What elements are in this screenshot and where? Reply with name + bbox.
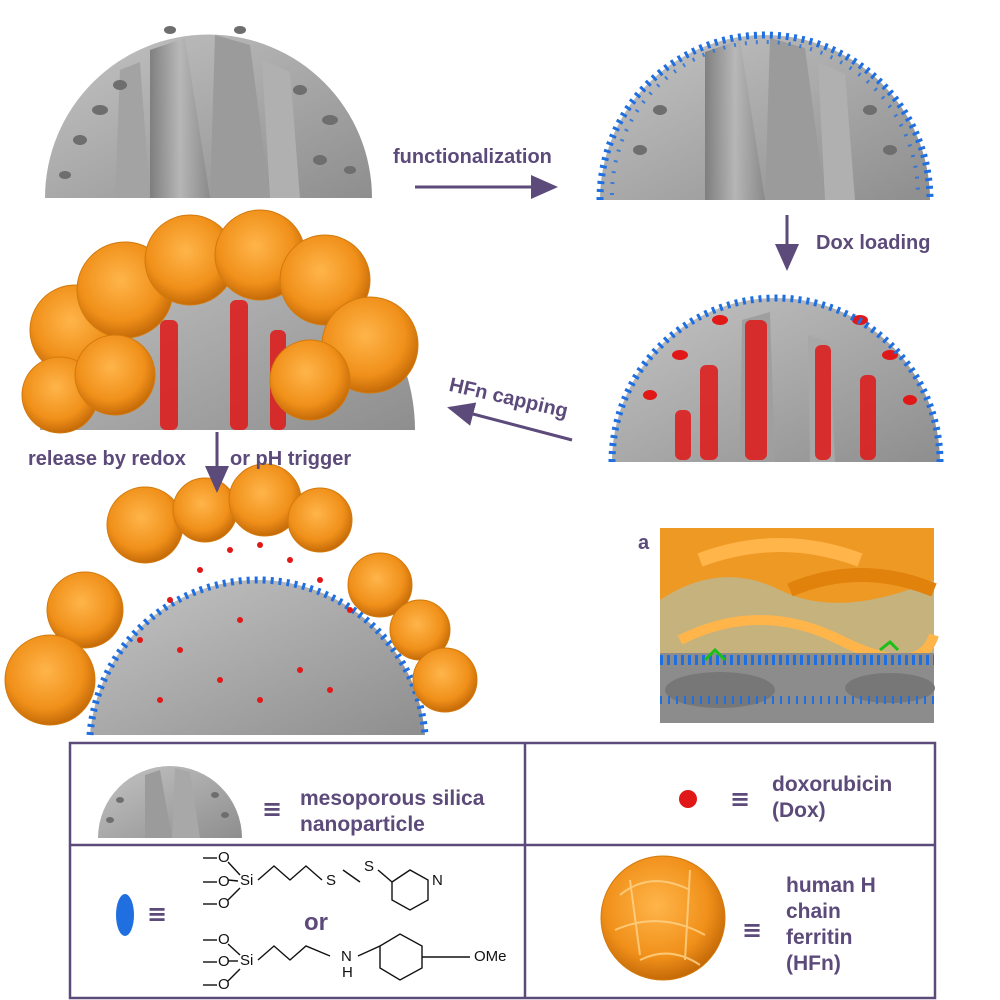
dox-loaded-msn-particle bbox=[608, 294, 944, 463]
chem-o-1: O bbox=[218, 849, 230, 866]
arrow-hfn-capping bbox=[447, 402, 573, 442]
legend-hfn-line1: human H bbox=[786, 874, 876, 897]
chem-nh-h: H bbox=[342, 964, 353, 981]
legend-linker-icon bbox=[116, 894, 134, 936]
legend-ferritin-icon bbox=[600, 855, 726, 981]
chem-ome: OMe bbox=[474, 948, 507, 965]
legend-dox-line1: doxorubicin bbox=[772, 773, 893, 796]
chem-n-pyridine: N bbox=[432, 872, 443, 889]
inset-panel bbox=[660, 528, 939, 723]
legend-dox-line2: (Dox) bbox=[772, 799, 826, 822]
chem-structure-anisidine bbox=[203, 933, 470, 986]
legend-msn-icon bbox=[98, 766, 242, 838]
legend-hfn-line3: ferritin bbox=[786, 926, 853, 949]
label-release-ph: or pH trigger bbox=[230, 448, 352, 470]
label-functionalization: functionalization bbox=[393, 146, 552, 168]
chem-s-2: S bbox=[364, 858, 375, 875]
functionalized-msn-particle bbox=[596, 31, 934, 201]
chem-si-1: Si bbox=[240, 872, 254, 889]
hfn-capped-msn-particle bbox=[21, 209, 419, 434]
legend-hfn-line2: chain bbox=[786, 900, 841, 923]
released-msn-particle bbox=[4, 463, 478, 736]
equiv-symbol-msn: ≡ bbox=[262, 795, 283, 823]
legend-msn-label: mesoporous silica nanoparticle bbox=[300, 786, 484, 838]
chem-s-1: S bbox=[326, 872, 337, 889]
equiv-symbol-linker: ≡ bbox=[147, 900, 168, 928]
label-release-redox: release by redox bbox=[28, 448, 186, 470]
chem-structure-disulfide-pyridine bbox=[203, 857, 429, 911]
legend-linker-or: or bbox=[304, 909, 328, 936]
label-dox-loading: Dox loading bbox=[816, 232, 931, 254]
chem-o-2: O bbox=[218, 873, 230, 890]
chem-o-5: O bbox=[218, 953, 230, 970]
chem-nh-n: N bbox=[341, 948, 352, 965]
legend-msn-line2: nanoparticle bbox=[300, 813, 425, 836]
chem-o-3: O bbox=[218, 895, 230, 912]
bare-msn-particle bbox=[45, 26, 372, 198]
legend-frame bbox=[68, 741, 937, 1000]
chem-o-6: O bbox=[218, 976, 230, 993]
legend-hfn-label: human H chain ferritin (HFn) bbox=[786, 873, 876, 977]
legend-dox-dot bbox=[679, 790, 697, 808]
legend-hfn-line4: (HFn) bbox=[786, 952, 841, 975]
equiv-symbol-hfn: ≡ bbox=[742, 916, 763, 944]
chem-o-4: O bbox=[218, 931, 230, 948]
equiv-symbol-dox: ≡ bbox=[730, 785, 751, 813]
legend-msn-line1: mesoporous silica bbox=[300, 787, 485, 810]
chem-si-2: Si bbox=[240, 952, 254, 969]
inset-label: a bbox=[638, 532, 650, 554]
legend-dox-label: doxorubicin (Dox) bbox=[772, 772, 892, 824]
